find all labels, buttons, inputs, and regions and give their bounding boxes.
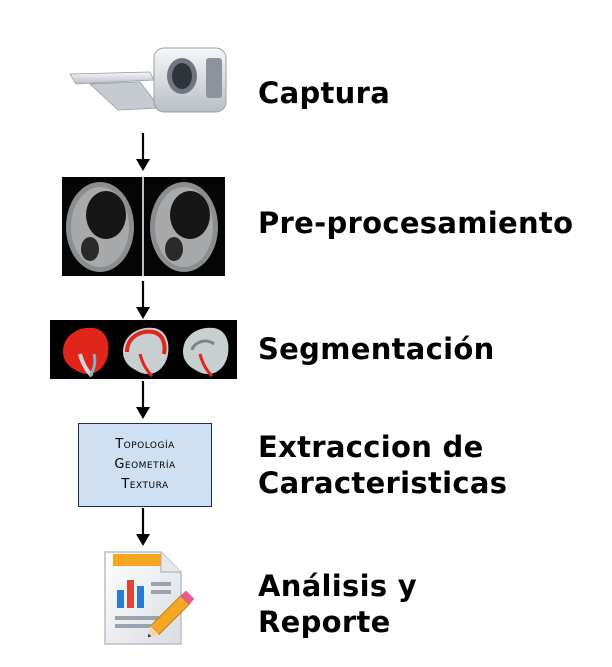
step-label-caracteristicas: Caracteristicas xyxy=(258,466,508,500)
step-label-preprocesamiento: Pre-procesamiento xyxy=(258,206,574,240)
step-label-extraccion: Extraccion de xyxy=(258,430,484,464)
mri-segmentation-image xyxy=(50,320,237,379)
step-label-captura: Captura xyxy=(258,76,391,110)
arrow-down xyxy=(136,133,150,171)
step-label-reporte: Reporte xyxy=(258,605,391,639)
feature-box: Topología Geometría Textura xyxy=(78,423,212,507)
feature-geometria: Geometría xyxy=(114,457,176,472)
step-label-analisis: Análisis y xyxy=(258,569,418,603)
arrow-down xyxy=(136,281,150,319)
step-label-segmentacion: Segmentación xyxy=(258,332,495,366)
feature-textura: Textura xyxy=(121,477,169,492)
ct-scanner-icon xyxy=(69,47,227,113)
arrow-down xyxy=(136,381,150,419)
feature-topologia: Topología xyxy=(115,437,175,452)
report-document-icon xyxy=(104,551,195,645)
arrow-down xyxy=(136,508,150,546)
brain-scan-image xyxy=(62,177,225,276)
